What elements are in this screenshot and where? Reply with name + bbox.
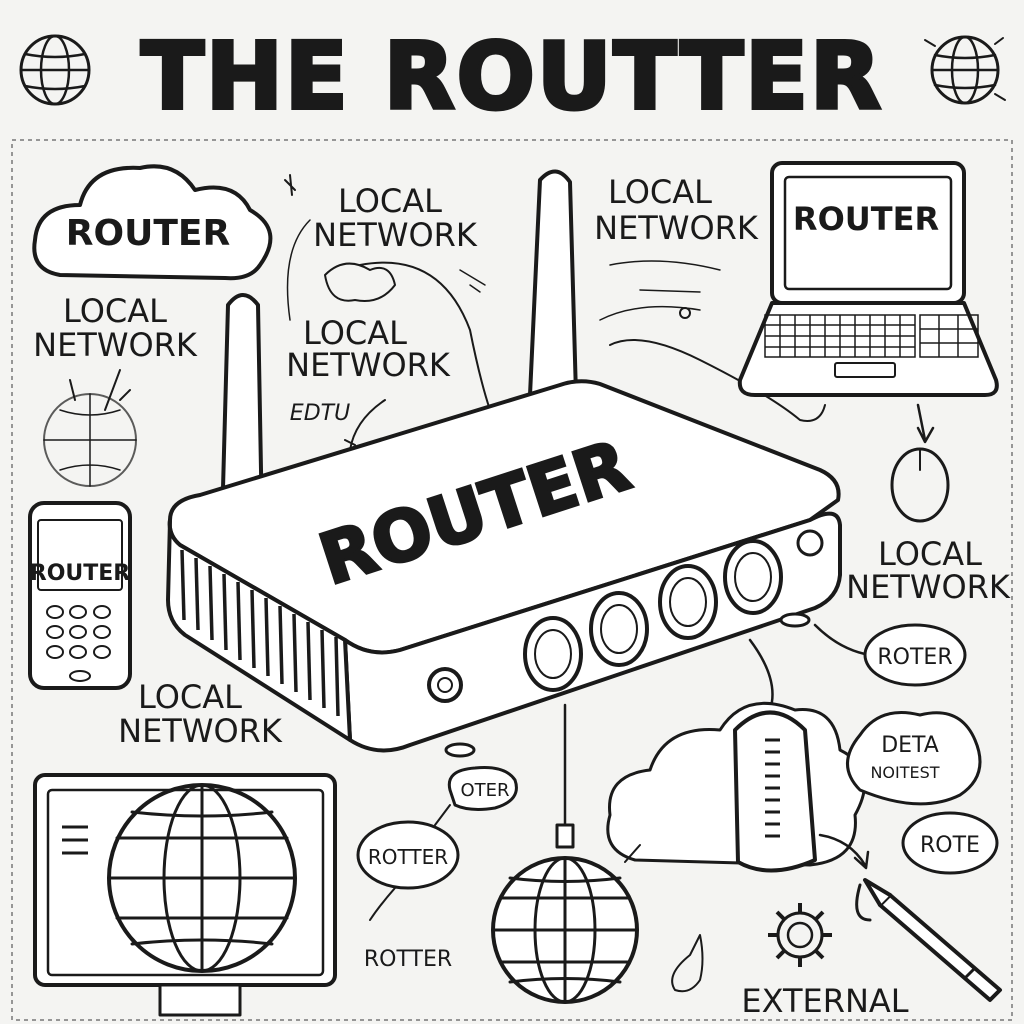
local-network-label: LOCAL NETWORK	[118, 678, 283, 750]
local-network-label: LOCAL NETWORK	[313, 182, 478, 254]
local-network-line2: NETWORK	[594, 209, 759, 247]
roter-bubble: ROTER	[863, 623, 967, 687]
mouse-icon	[890, 403, 950, 523]
title-block: THE ROUTTER	[19, 21, 1006, 132]
local-network-line2: NETWORK	[846, 568, 1011, 606]
laptop-icon: ROUTER	[737, 161, 999, 397]
local-network-label: LOCAL NETWORK	[846, 535, 1011, 606]
rotter-plain-label: ROTTER	[364, 947, 452, 972]
globe-icon	[43, 369, 137, 487]
rotter-bubble: ROTTER	[356, 820, 460, 921]
local-network-label: LOCAL NETWORK	[286, 314, 451, 384]
data-notest-line2: NOITEST	[870, 763, 939, 782]
local-network-line1: LOCAL	[138, 678, 242, 716]
rotter-bubble-label: ROTTER	[368, 845, 448, 869]
drop-doodle	[671, 934, 704, 993]
router-vents	[180, 549, 340, 717]
globe-icon	[491, 823, 639, 1004]
local-network-line2: NETWORK	[33, 326, 198, 364]
oter-bubble: OTER	[434, 766, 518, 826]
modem-icon	[624, 710, 870, 873]
page-title: THE ROUTTER	[141, 23, 883, 130]
local-network-line1: LOCAL	[338, 182, 442, 220]
oter-label: OTER	[460, 780, 509, 801]
external-label: EXTERNAL	[741, 982, 908, 1020]
globe-icon	[924, 35, 1006, 105]
roter-label: ROTER	[877, 645, 952, 670]
cloud-label: ROUTER	[66, 213, 230, 254]
data-notest-bubble: DETA NOITEST	[846, 711, 982, 806]
laptop-screen-label: ROUTER	[793, 200, 939, 238]
pencil-icon	[855, 878, 1002, 1002]
rote-label: ROTE	[920, 833, 980, 858]
phone-screen-label: ROUTER	[30, 561, 131, 586]
scribble-text: EDTU	[290, 401, 350, 426]
local-network-line1: LOCAL	[303, 314, 407, 352]
data-notest-line1: DETA	[881, 733, 939, 758]
doodles: EDTU	[284, 174, 826, 451]
cloud-icon: ROUTER	[32, 164, 273, 281]
local-network-line1: LOCAL	[878, 535, 982, 573]
dashed-frame	[11, 139, 1013, 1021]
local-network-line1: LOCAL	[63, 292, 167, 330]
router-icon: ROUTER	[166, 379, 842, 758]
gear-icon	[768, 903, 832, 967]
local-network-line2: NETWORK	[286, 346, 451, 384]
phone-keypad	[46, 605, 111, 659]
local-network-line2: NETWORK	[118, 712, 283, 750]
local-network-label: LOCAL NETWORK	[594, 173, 759, 247]
local-network-label: LOCAL NETWORK	[33, 292, 198, 364]
globe-icon	[19, 34, 91, 106]
router-ports	[523, 539, 783, 692]
monitor-icon	[33, 773, 337, 1017]
antenna-icon	[220, 169, 578, 527]
phone-icon: ROUTER	[28, 501, 132, 690]
local-network-line2: NETWORK	[313, 216, 478, 254]
local-network-line1: LOCAL	[608, 173, 712, 211]
rote-bubble: ROTE	[901, 811, 999, 875]
laptop-keyboard	[764, 314, 979, 358]
